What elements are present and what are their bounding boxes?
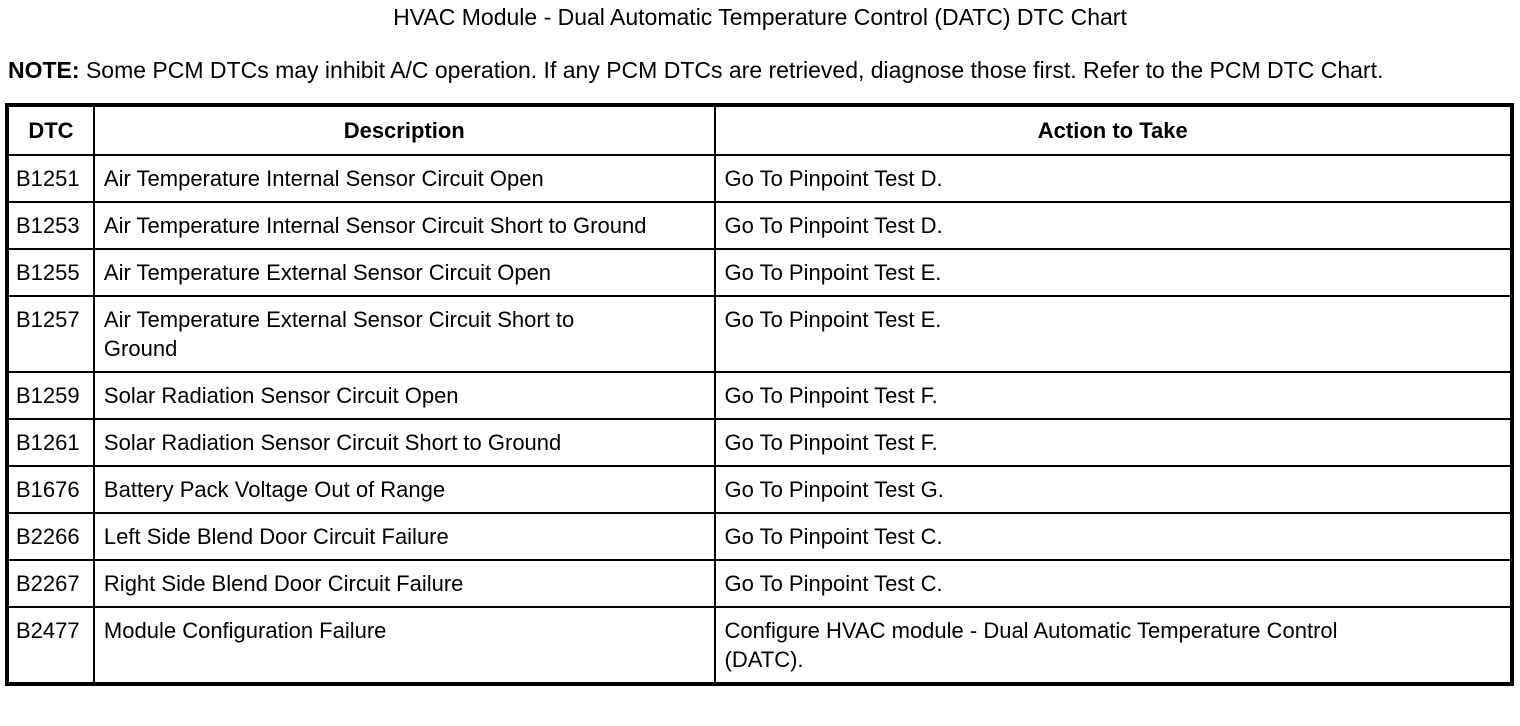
action-text: Go To Pinpoint Test E.: [724, 260, 942, 285]
table-row: B1259 Solar Radiation Sensor Circuit Ope…: [6, 371, 1514, 420]
description-cell: Right Side Blend Door Circuit Failure: [92, 559, 716, 608]
action-cell: Go To Pinpoint Test F.: [713, 418, 1514, 467]
description-text: Air Temperature Internal Sensor Circuit …: [103, 166, 544, 191]
action-text: Go To Pinpoint Test C.: [724, 571, 943, 596]
description-cell: Air Temperature External Sensor Circuit …: [92, 295, 716, 373]
action-text: Configure HVAC module - Dual Automatic T…: [724, 618, 1338, 672]
action-text: Go To Pinpoint Test F.: [724, 383, 938, 408]
description-text: Air Temperature External Sensor Circuit …: [103, 307, 575, 361]
dtc-code-cell: B1255: [6, 248, 95, 297]
description-cell: Left Side Blend Door Circuit Failure: [92, 512, 716, 561]
action-cell: Configure HVAC module - Dual Automatic T…: [713, 606, 1514, 685]
dtc-code-cell: B1257: [6, 295, 95, 373]
description-cell: Battery Pack Voltage Out of Range: [92, 465, 716, 514]
table-row: B2267 Right Side Blend Door Circuit Fail…: [6, 559, 1514, 608]
dtc-code-cell: B2267: [6, 559, 95, 608]
description-cell: Air Temperature External Sensor Circuit …: [92, 248, 716, 297]
description-cell: Solar Radiation Sensor Circuit Short to …: [92, 418, 716, 467]
action-cell: Go To Pinpoint Test D.: [713, 201, 1514, 250]
note-text: Some PCM DTCs may inhibit A/C operation.…: [79, 57, 1384, 83]
action-text: Go To Pinpoint Test E.: [724, 307, 942, 332]
action-cell: Go To Pinpoint Test E.: [713, 248, 1514, 297]
description-text: Left Side Blend Door Circuit Failure: [103, 524, 449, 549]
description-cell: Module Configuration Failure: [92, 606, 716, 685]
header-description: Description: [92, 104, 716, 156]
table-row: B1676 Battery Pack Voltage Out of Range …: [6, 465, 1514, 514]
action-text: Go To Pinpoint Test D.: [724, 166, 943, 191]
description-cell: Solar Radiation Sensor Circuit Open: [92, 371, 716, 420]
table-row: B2266 Left Side Blend Door Circuit Failu…: [6, 512, 1514, 561]
table-header-row: DTC Description Action to Take: [6, 104, 1514, 156]
note: NOTE: Some PCM DTCs may inhibit A/C oper…: [0, 30, 1520, 83]
dtc-code-cell: B1259: [6, 371, 95, 420]
description-text: Solar Radiation Sensor Circuit Short to …: [103, 430, 562, 455]
action-cell: Go To Pinpoint Test C.: [713, 559, 1514, 608]
table-row: B1257 Air Temperature External Sensor Ci…: [6, 295, 1514, 373]
description-text: Right Side Blend Door Circuit Failure: [103, 571, 464, 596]
table-row: B1253 Air Temperature Internal Sensor Ci…: [6, 201, 1514, 250]
description-cell: Air Temperature Internal Sensor Circuit …: [92, 201, 716, 250]
dtc-code-cell: B1251: [6, 154, 95, 203]
table-row: B1261 Solar Radiation Sensor Circuit Sho…: [6, 418, 1514, 467]
dtc-code-cell: B1253: [6, 201, 95, 250]
description-text: Air Temperature External Sensor Circuit …: [103, 260, 552, 285]
description-text: Module Configuration Failure: [103, 618, 387, 643]
dtc-code-cell: B1261: [6, 418, 95, 467]
dtc-code-cell: B2477: [6, 606, 95, 685]
action-cell: Go To Pinpoint Test C.: [713, 512, 1514, 561]
header-action-to-take: Action to Take: [713, 104, 1514, 156]
dtc-table: DTC Description Action to Take B1251 Air…: [5, 103, 1514, 686]
page-title: HVAC Module - Dual Automatic Temperature…: [393, 4, 1127, 30]
action-cell: Go To Pinpoint Test E.: [713, 295, 1514, 373]
description-text: Air Temperature Internal Sensor Circuit …: [103, 213, 647, 238]
action-text: Go To Pinpoint Test G.: [724, 477, 944, 502]
table-row: B1251 Air Temperature Internal Sensor Ci…: [6, 154, 1514, 203]
action-text: Go To Pinpoint Test F.: [724, 430, 938, 455]
table-row: B1255 Air Temperature External Sensor Ci…: [6, 248, 1514, 297]
description-text: Solar Radiation Sensor Circuit Open: [103, 383, 459, 408]
action-text: Go To Pinpoint Test D.: [724, 213, 943, 238]
description-cell: Air Temperature Internal Sensor Circuit …: [92, 154, 716, 203]
description-text: Battery Pack Voltage Out of Range: [103, 477, 446, 502]
action-cell: Go To Pinpoint Test G.: [713, 465, 1514, 514]
dtc-code-cell: B2266: [6, 512, 95, 561]
action-cell: Go To Pinpoint Test D.: [713, 154, 1514, 203]
note-label: NOTE:: [8, 57, 80, 83]
action-text: Go To Pinpoint Test C.: [724, 524, 943, 549]
dtc-code-cell: B1676: [6, 465, 95, 514]
header-dtc: DTC: [6, 104, 95, 156]
action-cell: Go To Pinpoint Test F.: [713, 371, 1514, 420]
table-row: B2477 Module Configuration Failure Confi…: [6, 606, 1514, 685]
